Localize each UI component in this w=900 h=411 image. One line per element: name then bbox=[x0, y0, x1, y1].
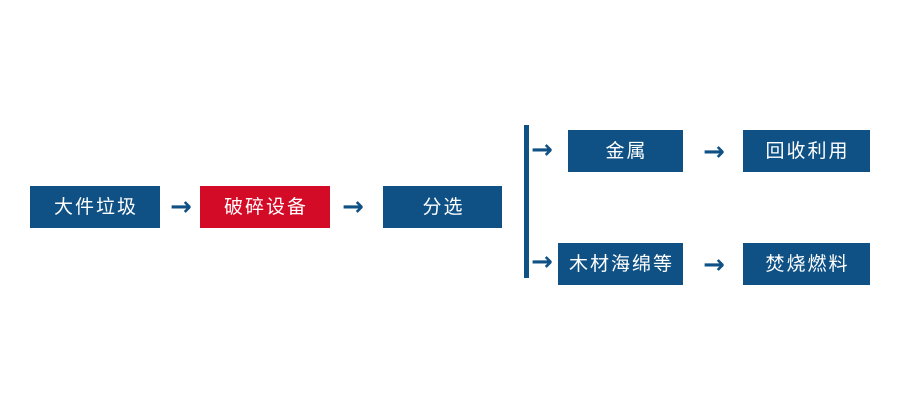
arrow-right-icon: → bbox=[342, 192, 364, 222]
node-incineration-fuel[interactable]: 焚烧燃料 bbox=[743, 243, 870, 285]
node-bulky-waste[interactable]: 大件垃圾 bbox=[30, 186, 160, 228]
arrow-right-icon: → bbox=[170, 192, 192, 222]
node-sorting[interactable]: 分选 bbox=[383, 186, 502, 228]
node-wood-sponge-etc[interactable]: 木材海绵等 bbox=[558, 243, 683, 285]
node-crusher-equipment[interactable]: 破碎设备 bbox=[200, 186, 330, 228]
branch-arrow-right-icon: → bbox=[531, 247, 553, 277]
arrow-right-icon: → bbox=[703, 137, 725, 167]
branch-connector-line bbox=[524, 125, 529, 278]
node-metal[interactable]: 金属 bbox=[568, 130, 683, 172]
branch-arrow-right-icon: → bbox=[531, 135, 553, 165]
arrow-right-icon: → bbox=[703, 250, 725, 280]
node-recycling-reuse[interactable]: 回收利用 bbox=[743, 130, 870, 172]
